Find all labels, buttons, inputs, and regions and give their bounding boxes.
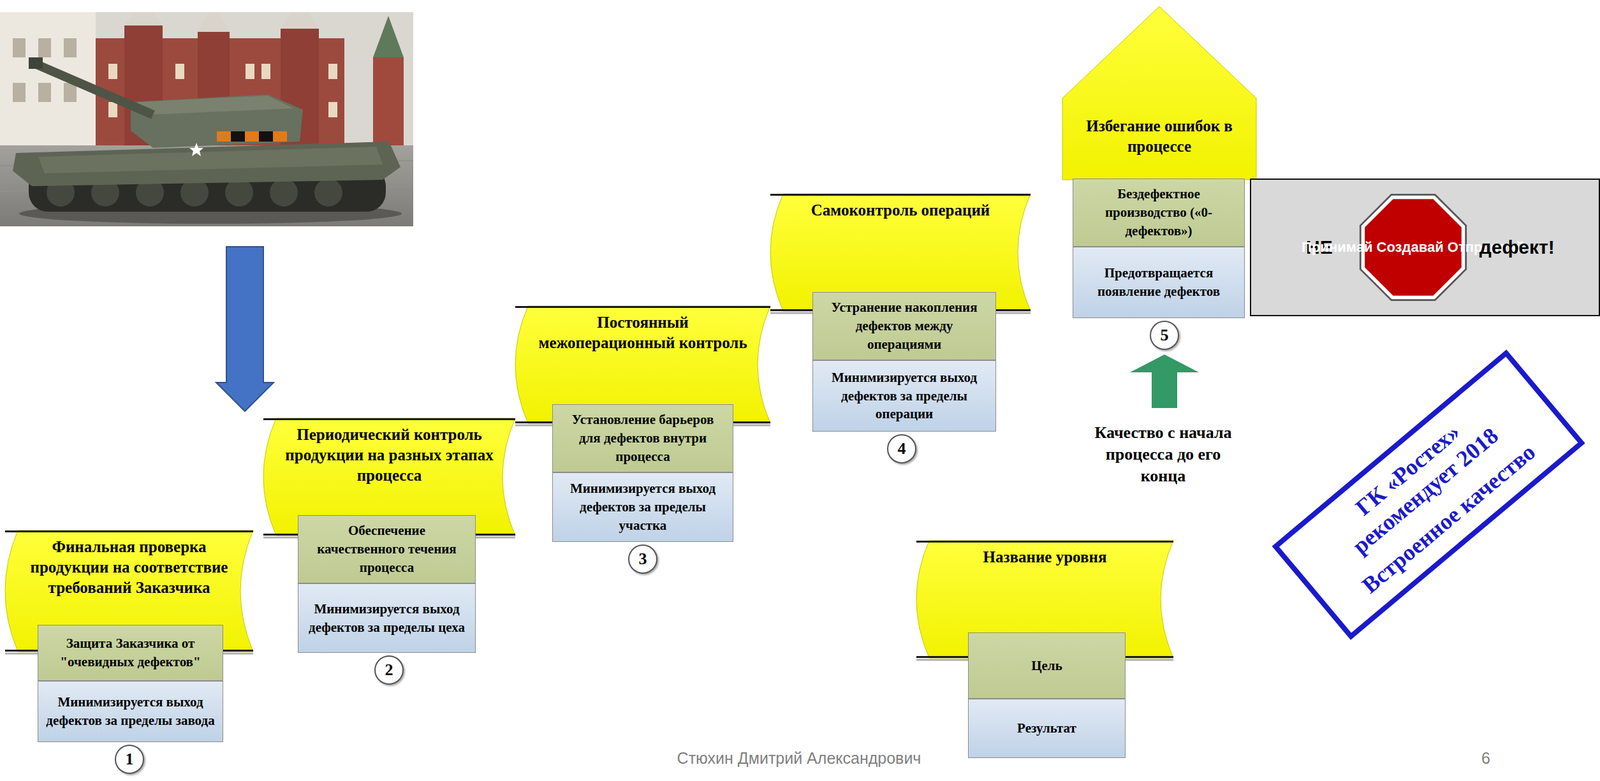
callout-number-text: 4 <box>897 440 907 458</box>
illustration-part <box>12 141 401 187</box>
step-line <box>5 530 254 533</box>
illustration-part <box>272 131 287 142</box>
illustration-part <box>12 38 26 58</box>
author-footer-box: Стюхин Дмитрий Александрович <box>607 748 991 768</box>
tank-photo <box>0 12 414 227</box>
callout-number-text: 5 <box>1160 327 1169 344</box>
result-text: Результат <box>976 719 1118 738</box>
level-title: Избегание ошибок в процессе <box>1072 116 1247 157</box>
callout-number: 5 <box>1149 320 1180 351</box>
illustration-part <box>373 15 404 58</box>
goal-text: Цель <box>976 656 1118 676</box>
step-line <box>916 540 1174 543</box>
illustration-part <box>261 63 271 80</box>
illustration-part <box>28 57 43 69</box>
illustration-part <box>216 131 231 142</box>
down-arrow <box>216 246 274 412</box>
illustration-part <box>38 82 52 103</box>
result-box: Результат <box>968 698 1126 759</box>
result-box: Минимизируется выход дефектов за пределы… <box>812 360 997 432</box>
level-title: Финальная проверка продукции на соответс… <box>22 536 236 599</box>
goal-box: Обеспечение качественного течения процес… <box>297 515 476 584</box>
result-box: Минимизируется выход дефектов за пределы… <box>552 472 734 543</box>
result-box: Минимизируется выход дефектов за пределы… <box>297 583 476 654</box>
illustration-part <box>197 12 230 32</box>
result-box: Минимизируется выход дефектов за пределы… <box>37 681 224 743</box>
illustration-part <box>137 95 294 115</box>
callout-number: 2 <box>374 655 404 685</box>
stop-sign: Принимай Создавай Отправляй <box>1354 188 1472 307</box>
illustration-part <box>108 63 118 80</box>
goal-box: Цель <box>968 632 1126 699</box>
author-footer: Стюхин Дмитрий Александрович <box>607 748 991 768</box>
illustration-part <box>314 178 343 207</box>
approval-stamp: ГК «Ростех»рекомендует 2018Встроенное ка… <box>1272 349 1586 640</box>
illustration-part <box>280 12 319 29</box>
illustration-part <box>1130 354 1199 409</box>
caption-note: Качество с начала процесса до его конца <box>1091 422 1236 487</box>
illustration-part <box>175 63 185 80</box>
goal-text: Установление барьеров для дефектов внутр… <box>560 410 726 467</box>
goal-text: Обеспечение качественного течения процес… <box>306 521 468 578</box>
goal-text: Бездефектное производство («0-дефектов») <box>1080 184 1237 241</box>
pentagon-outline <box>1062 6 1257 180</box>
step-line <box>515 306 771 309</box>
illustration-part <box>38 146 383 174</box>
level-title: Периодический контроль продукции на разн… <box>281 424 498 486</box>
goal-text: Устранение накопления дефектов между опе… <box>820 298 988 354</box>
result-text: Минимизируется выход дефектов за пределы… <box>45 693 215 731</box>
illustration-part <box>0 145 414 227</box>
callout-number-text: 1 <box>125 751 134 768</box>
illustration-part <box>38 38 52 58</box>
goal-box: Бездефектное производство («0-дефектов») <box>1072 178 1245 247</box>
callout-number: 1 <box>114 744 145 775</box>
illustration-part <box>258 131 273 142</box>
goal-box: Установление барьеров для дефектов внутр… <box>552 404 734 473</box>
step-line <box>263 418 516 421</box>
illustration-part <box>245 63 255 80</box>
step-line <box>770 193 1031 196</box>
illustration-part <box>189 142 204 157</box>
slogan-panel: НЕдефект!Принимай Создавай Отправляй <box>1249 178 1600 317</box>
goal-text: Защита Заказчика от "очевидных дефектов" <box>45 634 215 672</box>
callout-number-text: 3 <box>638 550 648 568</box>
illustration-part <box>225 178 254 207</box>
illustration-part <box>35 63 154 115</box>
illustration-part <box>124 12 163 26</box>
illustration-part <box>230 131 245 142</box>
illustration-part <box>328 63 338 80</box>
goal-box: Защита Заказчика от "очевидных дефектов" <box>37 624 224 682</box>
up-arrow <box>1130 354 1199 409</box>
callout-number-text: 2 <box>385 661 394 679</box>
slogan-text: дефект! <box>1479 236 1555 259</box>
illustration-part <box>63 38 77 58</box>
illustration-part <box>12 82 26 103</box>
goal-box: Устранение накопления дефектов между опе… <box>812 292 997 361</box>
result-text: Минимизируется выход дефектов за пределы… <box>306 600 468 638</box>
illustration-part <box>108 102 118 118</box>
illustration-part <box>63 82 77 103</box>
result-box: Предотвращается появление дефектов <box>1072 246 1245 319</box>
callout-number: 4 <box>887 434 917 464</box>
caption-note-box: Качество с начала процесса до его конца <box>1091 422 1236 487</box>
level-title: Самоконтроль операций <box>788 200 1013 221</box>
illustration-part <box>269 178 298 207</box>
result-text: Минимизируется выход дефектов за пределы… <box>560 479 726 536</box>
callout-number: 3 <box>628 544 658 574</box>
result-text: Минимизируется выход дефектов за пределы… <box>820 368 988 425</box>
stamp-text: рекомендует 2018 <box>1313 394 1539 590</box>
illustration-part <box>0 12 414 227</box>
page-number-box: 6 <box>1460 748 1512 768</box>
illustration-part <box>328 102 338 118</box>
level-pentagon: Избегание ошибок в процессе <box>1062 6 1257 180</box>
illustration-part <box>244 131 259 142</box>
result-text: Предотвращается появление дефектов <box>1080 264 1237 301</box>
level-title: Постоянный межоперационный контроль <box>533 312 753 354</box>
level-title: Название уровня <box>934 547 1156 568</box>
illustration-part <box>130 94 303 148</box>
page-number: 6 <box>1460 748 1512 768</box>
illustration-part <box>216 246 274 412</box>
